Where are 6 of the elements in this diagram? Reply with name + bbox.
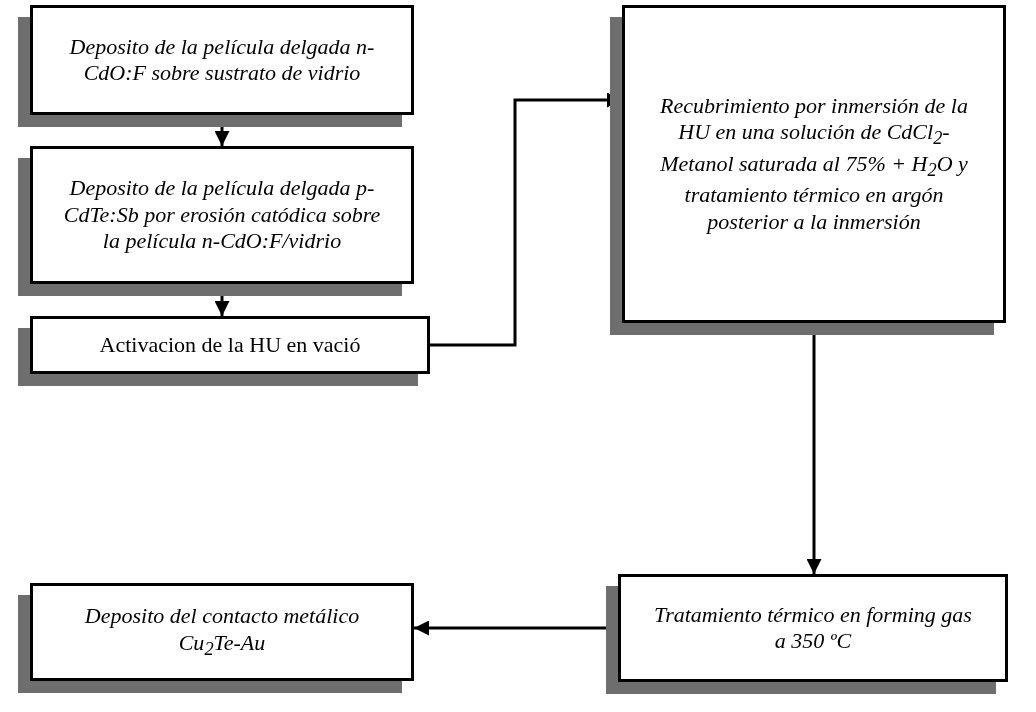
step-text: Deposito del contacto metálico Cu$_{2}$Te-Au (83, 603, 361, 661)
step-text: Deposito de la película delgada n-CdO:F sobre sustrato de vidrio (68, 33, 376, 87)
step-text: Tratamiento térmico en forming gas a 350 ºC (653, 601, 973, 655)
step-text: Recubrimiento por inmersión de la HU en una solución de CdCl$_{2}$-Metanol saturada al 75% + H$_{2}$O y tratamiento térmico en argón posterior a la inmersión (659, 93, 969, 235)
step-text: Deposito de la película delgada p-CdTe:Sb por erosión catódica sobre la película n-CdO:F/vidrio (63, 175, 381, 255)
step-text: Activacion de la HU en vació (99, 331, 361, 359)
